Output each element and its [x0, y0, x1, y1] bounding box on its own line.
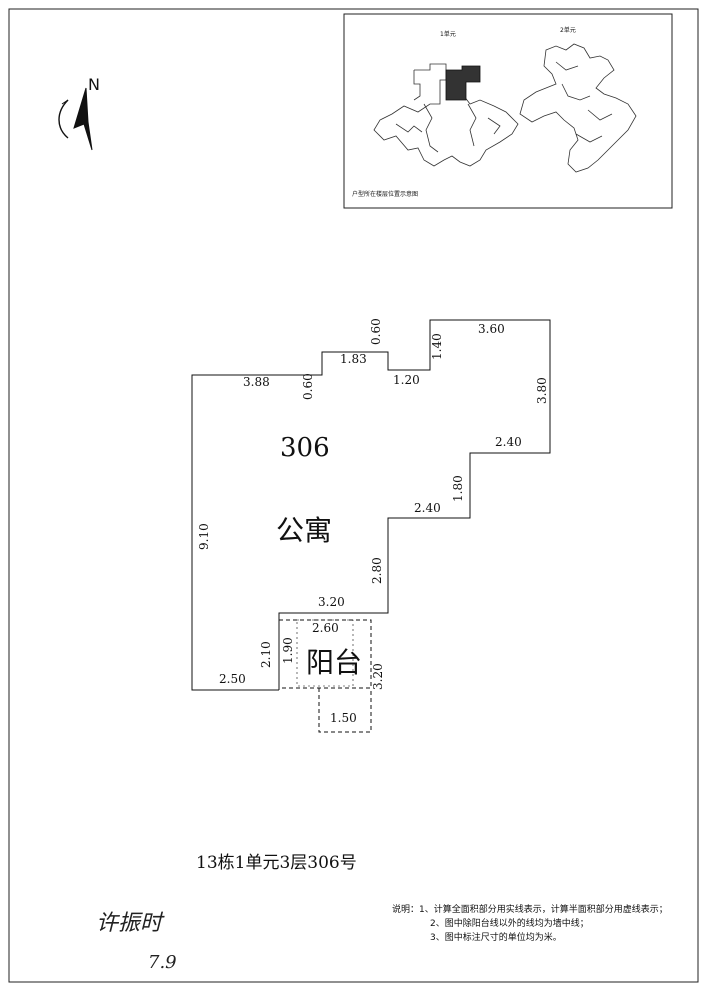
dim-1-80: 1.80 — [451, 475, 465, 502]
unit-position-highlight — [445, 65, 481, 101]
dim-2-60: 2.60 — [312, 621, 339, 635]
room-type: 公寓 — [276, 514, 332, 547]
north-label: N — [88, 75, 100, 94]
north-arrow-icon — [73, 87, 93, 151]
dim-0-60-left: 0.60 — [301, 373, 315, 400]
dim-2-10: 2.10 — [259, 641, 273, 668]
dimension-labels: 3.88 0.60 1.83 0.60 1.20 1.40 3.60 3.80 … — [197, 318, 549, 725]
balcony-label: 阳台 — [306, 646, 362, 679]
key-plan-unit2-label: 2单元 — [560, 26, 576, 34]
note-line-3: 3、图中标注尺寸的单位均为米。 — [430, 931, 562, 943]
dim-2-40-upper: 2.40 — [495, 435, 522, 449]
dim-1-40: 1.40 — [430, 333, 444, 360]
dim-2-80: 2.80 — [370, 557, 384, 584]
dim-1-50: 1.50 — [330, 711, 357, 725]
unit-title: 13栋1单元3层306号 — [196, 853, 357, 873]
room-number: 306 — [280, 433, 330, 463]
key-plan: 1单元 2单元 户型所在楼层位置示意图 — [343, 13, 673, 209]
dim-3-20-vertical: 3.20 — [371, 663, 385, 690]
notes: 说明：1、计算全面积部分用实线表示，计算半面积部分用虚线表示； 2、图中除阳台线… — [392, 903, 668, 943]
dim-3-88: 3.88 — [243, 375, 270, 389]
dim-1-20: 1.20 — [393, 373, 420, 387]
note-line-1: 说明：1、计算全面积部分用实线表示，计算半面积部分用虚线表示； — [392, 903, 668, 915]
apartment-outline — [191, 319, 551, 691]
dim-0-60-top: 0.60 — [369, 318, 383, 345]
signature: 许振时 — [96, 911, 165, 936]
unit1-building-outline — [373, 63, 519, 167]
dim-1-83: 1.83 — [340, 352, 367, 366]
dim-3-20-horizontal: 3.20 — [318, 595, 345, 609]
dim-2-50: 2.50 — [219, 672, 246, 686]
dim-3-60: 3.60 — [478, 322, 505, 336]
note-line-2: 2、图中除阳台线以外的线均为墙中线； — [430, 917, 589, 929]
north-arrow: N — [58, 75, 100, 151]
dim-9-10: 9.10 — [197, 523, 211, 550]
signature-date: 7.9 — [148, 952, 177, 973]
page-border — [8, 8, 699, 983]
dim-1-90: 1.90 — [281, 637, 295, 664]
balcony-outline — [278, 619, 372, 733]
dim-3-80: 3.80 — [535, 377, 549, 404]
dim-2-40-lower: 2.40 — [414, 501, 441, 515]
key-plan-caption: 户型所在楼层位置示意图 — [352, 190, 418, 198]
unit2-building-outline — [519, 43, 637, 173]
key-plan-frame — [343, 13, 673, 209]
key-plan-unit1-label: 1单元 — [440, 30, 456, 38]
